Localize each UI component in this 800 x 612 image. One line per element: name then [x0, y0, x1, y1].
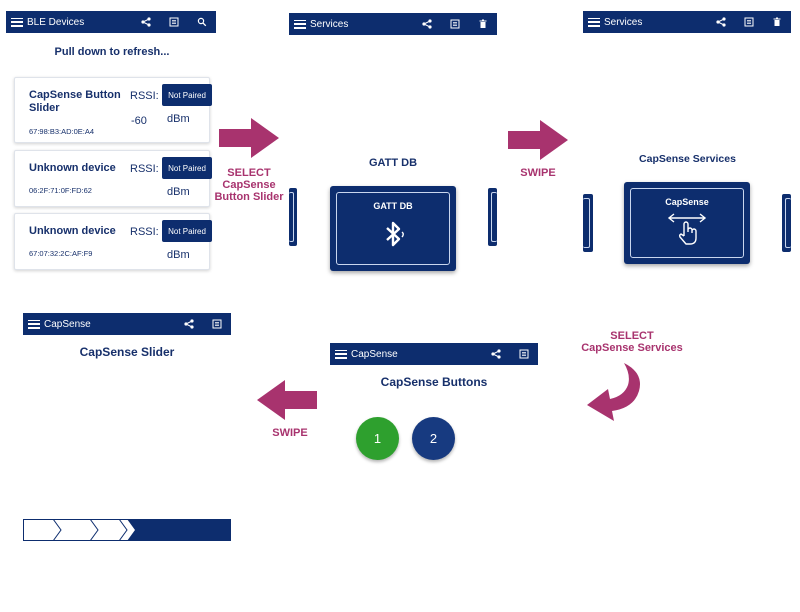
delete-icon[interactable] [763, 17, 791, 27]
gatt-heading: GATT DB [368, 157, 418, 169]
menu-icon[interactable] [588, 17, 600, 27]
device-card-2[interactable]: Unknown device 06:2F:71:0F:FD:62 RSSI: d… [14, 150, 212, 207]
log-icon[interactable] [510, 349, 538, 359]
arrow-left-4 [257, 380, 317, 420]
gatt-app-bar: Services [289, 13, 497, 35]
capsense-buttons-app-bar: CapSense [330, 343, 538, 365]
share-icon[interactable] [482, 349, 510, 359]
rssi-label: RSSI: [130, 90, 159, 102]
device-card-3[interactable]: Unknown device 67:07:32:2C:AF:F9 RSSI: d… [14, 213, 212, 270]
device-name: CapSense Button Slider [29, 89, 121, 114]
rssi-label: RSSI: [130, 163, 159, 175]
app-bar-title: Services [604, 16, 643, 28]
arrow-label-swipe-2: SWIPE [272, 427, 308, 439]
carousel-next-card[interactable] [782, 194, 791, 252]
carousel-prev-card[interactable] [289, 188, 297, 246]
rssi-value: -60 [131, 115, 147, 127]
services-app-bar: Services [583, 11, 791, 33]
arrow-right-2 [508, 120, 568, 160]
capsense-buttons-heading: CapSense Buttons [380, 375, 488, 389]
gatt-db-card[interactable]: GATT DB [330, 186, 456, 271]
menu-icon[interactable] [335, 349, 347, 359]
app-bar-title: BLE Devices [27, 16, 85, 28]
rssi-unit: dBm [167, 186, 190, 198]
device-mac: 67:07:32:2C:AF:F9 [29, 249, 93, 258]
menu-icon[interactable] [294, 19, 306, 29]
menu-icon[interactable] [28, 319, 40, 329]
capsense-button-2: 2 [412, 417, 455, 460]
touch-swipe-icon [667, 213, 707, 245]
log-icon[interactable] [160, 17, 188, 27]
arrow-label-select-services: SELECT CapSense Services [581, 330, 683, 354]
arrow-label-select-device: SELECT CapSense Button Slider [214, 167, 284, 203]
pair-status-button[interactable]: Not Paired [162, 84, 212, 106]
capsense-button-1: 1 [356, 417, 399, 460]
device-name: Unknown device [29, 162, 116, 174]
arrow-curved-3 [587, 363, 640, 421]
delete-icon[interactable] [469, 19, 497, 29]
app-bar-title: CapSense [44, 318, 91, 330]
ble-app-bar: BLE Devices [6, 11, 216, 33]
log-icon[interactable] [735, 17, 763, 27]
search-icon[interactable] [188, 17, 216, 27]
share-icon[interactable] [707, 17, 735, 27]
capsense-slider-bar [23, 519, 231, 541]
bluetooth-icon [386, 221, 404, 247]
arrow-right-1 [219, 118, 279, 158]
refresh-hint: Pull down to refresh... [54, 46, 170, 58]
card-label: CapSense [665, 197, 709, 207]
rssi-unit: dBm [167, 113, 190, 125]
capsense-slider-app-bar: CapSense [23, 313, 231, 335]
capsense-slider-heading: CapSense Slider [79, 345, 175, 359]
app-bar-title: CapSense [351, 348, 398, 360]
share-icon[interactable] [132, 17, 160, 27]
device-mac: 67:98:B3:AD:0E:A4 [29, 127, 95, 136]
device-mac: 06:2F:71:0F:FD:62 [29, 186, 92, 195]
carousel-prev-card[interactable] [583, 194, 593, 252]
rssi-label: RSSI: [130, 226, 159, 238]
device-card-1[interactable]: CapSense Button Slider 67:98:B3:AD:0E:A4… [14, 77, 212, 143]
arrow-label-swipe-1: SWIPE [520, 167, 556, 179]
capsense-card[interactable]: CapSense [624, 182, 750, 264]
log-icon[interactable] [441, 19, 469, 29]
carousel-next-card[interactable] [488, 188, 497, 246]
card-label: GATT DB [373, 201, 413, 211]
app-bar-title: Services [310, 18, 349, 30]
log-icon[interactable] [203, 319, 231, 329]
pair-status-button[interactable]: Not Paired [162, 157, 212, 179]
share-icon[interactable] [175, 319, 203, 329]
device-name: Unknown device [29, 225, 116, 237]
capsense-services-heading: CapSense Services [639, 153, 736, 165]
rssi-unit: dBm [167, 249, 190, 261]
share-icon[interactable] [413, 19, 441, 29]
menu-icon[interactable] [11, 17, 23, 27]
pair-status-button[interactable]: Not Paired [162, 220, 212, 242]
